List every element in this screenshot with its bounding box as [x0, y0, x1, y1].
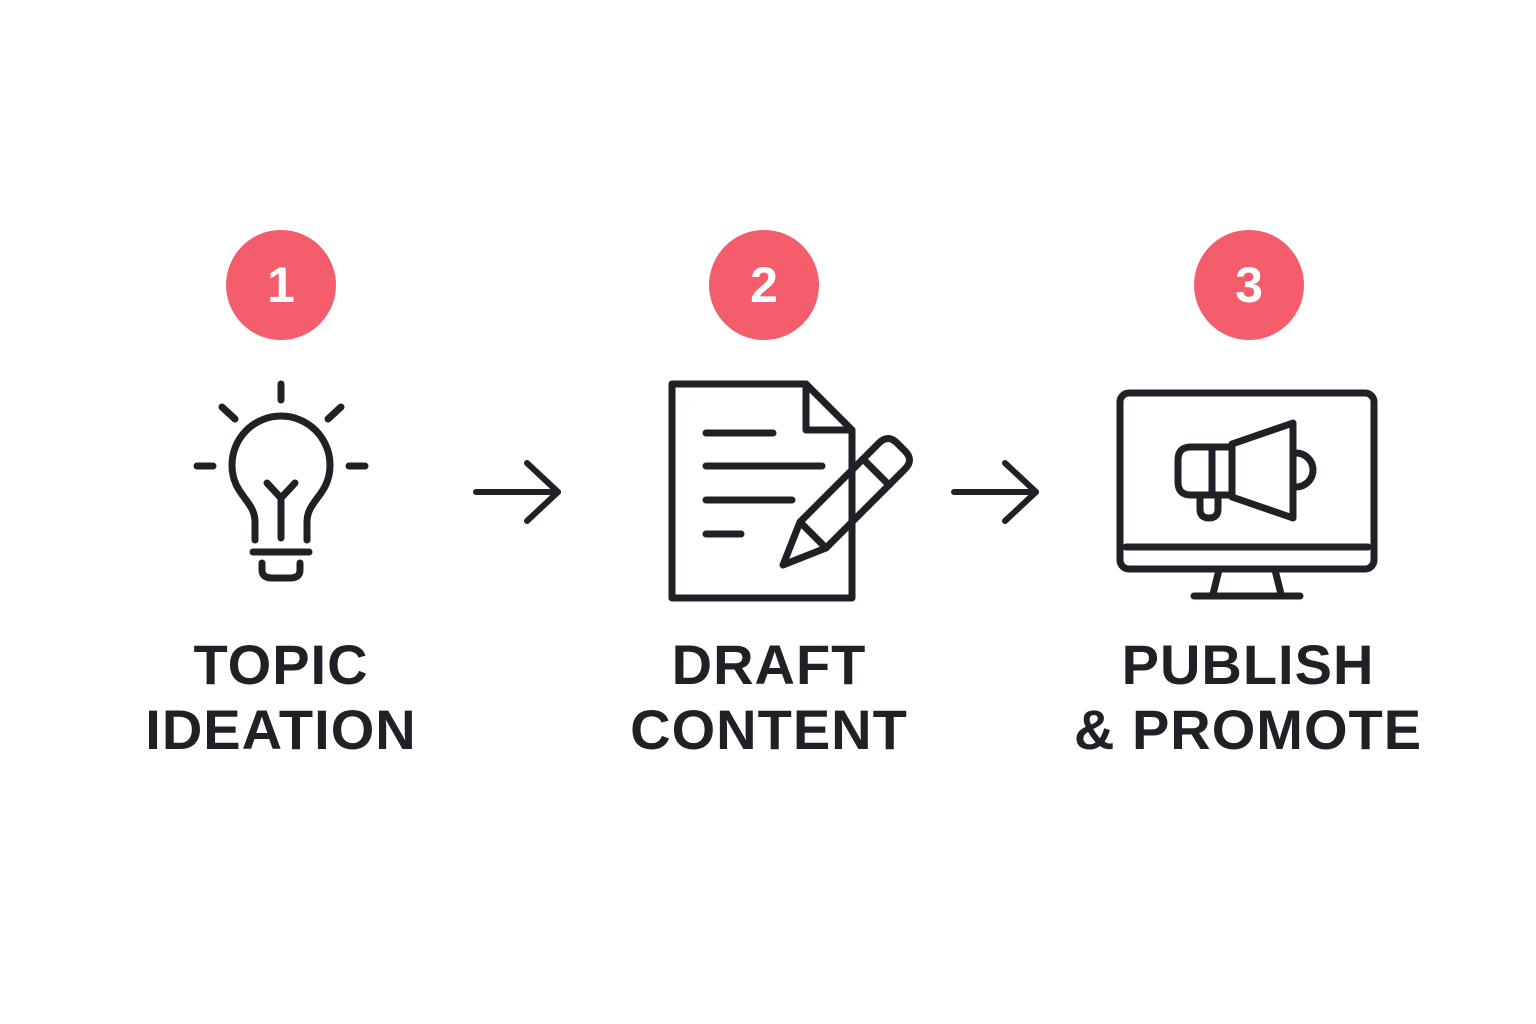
- monitor-megaphone-icon: [1116, 389, 1378, 600]
- step-1-label-line-1: TOPIC: [193, 633, 369, 696]
- step-3-label-line-1: PUBLISH: [1121, 633, 1375, 696]
- step-2-label: DRAFT CONTENT: [589, 632, 949, 762]
- step-1-label: TOPIC IDEATION: [101, 632, 461, 762]
- step-3-label-line-2: & PROMOTE: [1073, 698, 1423, 761]
- step-2-badge: 2: [709, 230, 819, 340]
- step-2-label-line-2: CONTENT: [630, 698, 908, 761]
- step-2-label-line-1: DRAFT: [671, 633, 867, 696]
- step-1-label-line-2: IDEATION: [145, 698, 417, 761]
- step-1-badge: 1: [226, 230, 336, 340]
- lightbulb-icon: [193, 380, 369, 582]
- arrow-right-icon: [951, 460, 1039, 524]
- document-pencil-icon: [668, 380, 913, 602]
- step-3-badge: 3: [1194, 230, 1304, 340]
- step-3-label: PUBLISH & PROMOTE: [1068, 632, 1428, 762]
- arrow-right-icon: [473, 460, 561, 524]
